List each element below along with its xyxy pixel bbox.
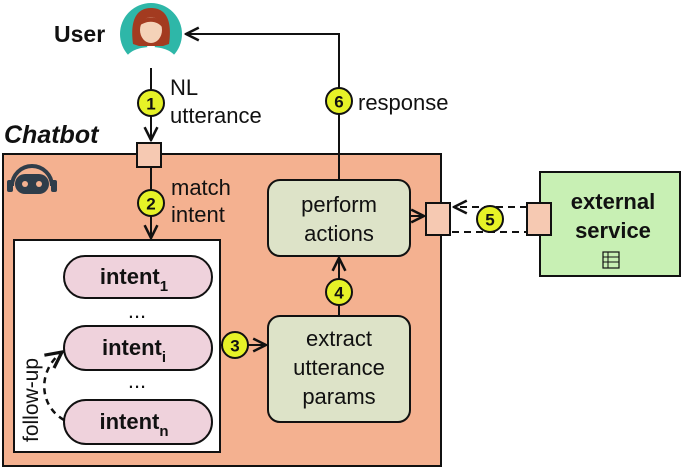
step-4: 4 <box>325 278 353 306</box>
svg-text:4: 4 <box>334 284 344 303</box>
svg-text:params: params <box>302 384 375 409</box>
extract-params-box: extract utterance params <box>267 315 411 423</box>
svg-text:1: 1 <box>146 95 155 114</box>
step-6: 6 <box>325 87 353 115</box>
svg-text:external: external <box>571 189 655 214</box>
ellipsis-bottom: ... <box>128 368 146 393</box>
intent-n: intentn <box>63 399 213 445</box>
svg-text:intenti: intenti <box>102 335 166 366</box>
user-avatar-icon <box>120 3 182 68</box>
svg-text:perform: perform <box>301 192 377 217</box>
step-3: 3 <box>221 331 249 359</box>
chatbot-service-port <box>425 202 451 236</box>
user-label: User <box>54 21 105 47</box>
perform-actions-box: perform actions <box>267 179 411 257</box>
svg-text:utterance: utterance <box>293 355 385 380</box>
nl-utterance-label: NL <box>170 75 198 100</box>
svg-text:intentn: intentn <box>99 409 168 440</box>
step-2: 2 <box>137 189 165 217</box>
svg-text:6: 6 <box>334 93 343 112</box>
svg-text:5: 5 <box>485 211 494 230</box>
intent-1: intent1 <box>63 255 213 299</box>
external-service-port <box>526 202 552 236</box>
svg-text:intent1: intent1 <box>100 264 168 295</box>
svg-text:actions: actions <box>304 221 374 246</box>
chatbot-input-port <box>136 142 162 168</box>
bot-icon <box>7 164 57 194</box>
chatbot-label: Chatbot <box>4 121 100 149</box>
intent-i: intenti <box>63 325 213 371</box>
ellipsis-top: ... <box>128 298 146 323</box>
match-intent-label: match <box>171 175 231 200</box>
follow-up-label: follow-up <box>20 358 43 442</box>
external-service-box: external service <box>539 171 681 277</box>
svg-text:service: service <box>575 218 651 243</box>
nl-utterance-label-2: utterance <box>170 103 262 128</box>
response-label: response <box>358 90 449 115</box>
database-icon <box>602 251 620 269</box>
svg-text:extract: extract <box>306 326 372 351</box>
step-5: 5 <box>476 205 504 233</box>
svg-text:2: 2 <box>146 195 155 214</box>
svg-text:3: 3 <box>230 337 239 356</box>
flow-response <box>186 34 340 180</box>
match-intent-label-2: intent <box>171 202 225 227</box>
step-1: 1 <box>137 89 165 117</box>
